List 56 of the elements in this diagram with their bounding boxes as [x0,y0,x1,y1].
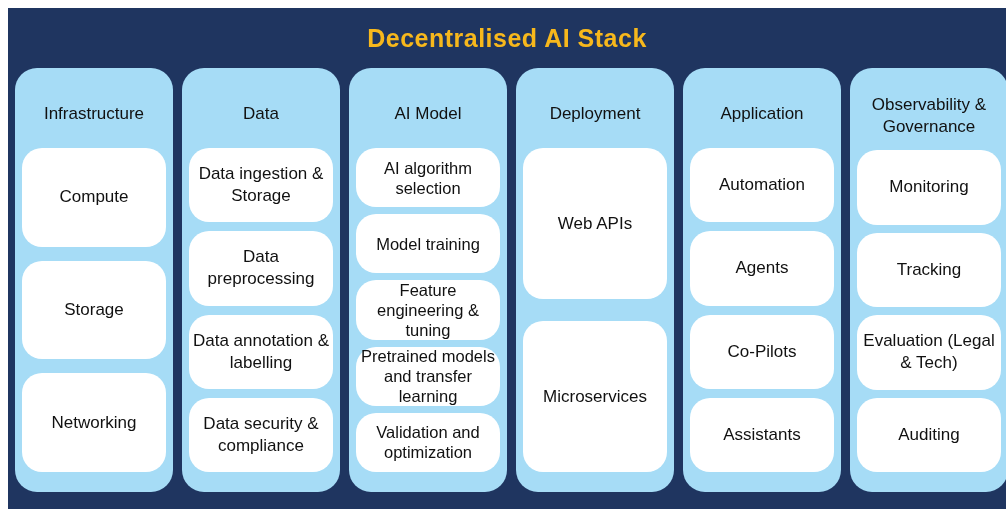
component-card [690,148,834,223]
component-card [189,148,333,223]
component-label: Model training [375,233,481,254]
component-card [857,315,1001,390]
component-label: Tracking [895,258,963,281]
component-card [189,397,333,472]
component-card [690,231,834,306]
component-card [356,214,500,274]
component-card [22,148,166,247]
layer-heading: Infrastructure [42,103,146,125]
component-label: Data security & compliance [202,412,320,457]
component-label: Feature engineering & tuning [376,280,480,340]
layer-heading: Application [719,103,805,125]
component-label: Storage [63,299,125,321]
component-card [189,314,333,389]
diagram-title: Decentralised AI Stack [366,24,648,53]
component-label: Networking [50,411,138,434]
component-label: AI algorithm selection [382,157,473,198]
component-label: Automation [718,174,806,197]
component-card [523,321,667,472]
component-label: Data annotation & labelling [191,329,331,374]
layer-heading: Observability & Governance [870,94,988,138]
component-card [857,232,1001,307]
layer-column [349,68,507,492]
component-card [189,231,333,306]
layer-column [683,68,841,492]
component-label: Evaluation (Legal & Tech) [862,330,996,375]
component-label: Microservices [542,385,648,408]
layer-column [15,68,173,492]
component-label: Validation and optimization [375,422,481,463]
component-card [857,150,1001,225]
layer-column [516,68,674,492]
layer-heading: AI Model [393,103,463,125]
component-card [690,314,834,389]
component-label: Assistants [722,423,802,446]
layer-column [850,68,1006,492]
component-label: Data ingestion & Storage [197,163,325,208]
component-label: Web APIs [556,212,634,235]
component-card [690,397,834,472]
component-card [857,397,1001,472]
layer-column [182,68,340,492]
component-label: Pretrained models and transfer learning [360,346,496,407]
component-label: Auditing [897,423,961,446]
component-card [356,280,500,340]
component-label: Compute [58,186,130,209]
component-label: Data preprocessing [206,246,316,291]
layer-heading: Deployment [548,103,642,125]
component-label: Agents [734,257,790,280]
component-card [22,260,166,360]
component-card [356,148,500,208]
component-label: Co-Pilots [726,340,798,363]
component-label: Monitoring [888,176,970,199]
component-card [523,148,667,299]
component-card [356,412,500,472]
layer-heading: Data [242,103,280,125]
component-card [22,373,166,472]
